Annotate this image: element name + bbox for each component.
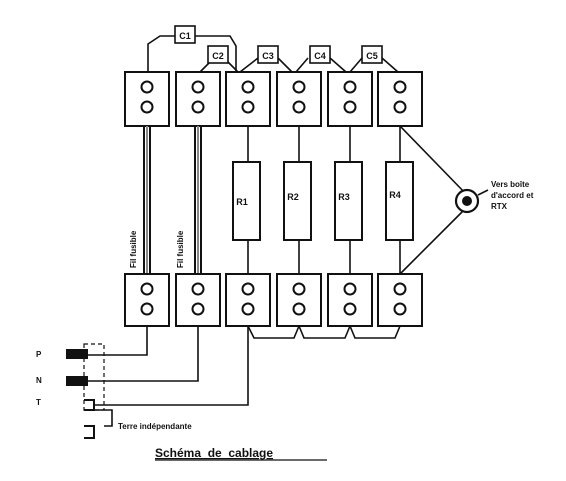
capacitor-c2: C2 xyxy=(207,45,229,64)
mains-label-n: N xyxy=(36,376,42,385)
terminal-block-bottom-3 xyxy=(225,273,271,327)
resistor-r4: R4 xyxy=(385,161,414,241)
bottom-terminal-blocks xyxy=(124,273,423,327)
fuse-wire-2 xyxy=(194,126,202,274)
capacitor-wiring xyxy=(147,35,399,73)
earth-label: Terre indépendante xyxy=(118,422,192,431)
mains-label-p: P xyxy=(36,350,42,359)
terminal-block-bottom-5 xyxy=(327,273,373,327)
earth-terminal-icon xyxy=(84,425,95,439)
output-connector xyxy=(399,125,489,275)
terminal-block-top-4 xyxy=(276,71,322,127)
mains-wiring xyxy=(83,326,249,427)
terminal-block-bottom-4 xyxy=(276,273,322,327)
top-terminal-blocks xyxy=(124,71,423,127)
svg-text:C3: C3 xyxy=(262,51,274,61)
capacitor-c5: C5 xyxy=(361,45,383,64)
terminal-block-bottom-6 xyxy=(377,273,423,327)
svg-text:R2: R2 xyxy=(287,192,299,202)
resistor-r3: R3 xyxy=(334,161,363,241)
svg-text:R4: R4 xyxy=(389,190,401,200)
fuse-wire-label-2: Fil fusible xyxy=(176,230,185,268)
plug-pin-t xyxy=(84,399,95,411)
terminal-block-top-6 xyxy=(377,71,423,127)
resistor-r2: R2 xyxy=(283,161,312,241)
output-label: Vers boîte d'accord et RTX xyxy=(491,180,536,211)
svg-text:C5: C5 xyxy=(366,51,378,61)
mains-label-t: T xyxy=(36,398,41,407)
fuse-wire-label-1: Fil fusible xyxy=(129,230,138,268)
bottom-bus-links xyxy=(247,325,401,339)
mains-plug xyxy=(66,349,95,439)
resistor-wiring xyxy=(247,126,401,274)
capacitor-c4: C4 xyxy=(309,45,331,64)
svg-text:C4: C4 xyxy=(314,51,326,61)
plug-pin-p xyxy=(66,349,88,359)
plug-pin-n xyxy=(66,376,88,386)
diagram-caption: Schéma de cablage xyxy=(155,446,273,460)
svg-text:R1: R1 xyxy=(236,197,248,207)
terminal-block-top-3 xyxy=(225,71,271,127)
terminal-block-top-1 xyxy=(124,71,170,127)
terminal-block-top-5 xyxy=(327,71,373,127)
terminal-block-bottom-1 xyxy=(124,273,170,327)
terminal-block-top-2 xyxy=(175,71,221,127)
capacitor-c3: C3 xyxy=(257,45,279,64)
svg-text:C1: C1 xyxy=(179,31,191,41)
resistor-r1: R1 xyxy=(232,161,261,241)
svg-text:R3: R3 xyxy=(338,192,350,202)
fuse-wire-1 xyxy=(143,126,151,274)
terminal-block-bottom-2 xyxy=(175,273,221,327)
svg-text:C2: C2 xyxy=(212,51,224,61)
capacitor-c1: C1 xyxy=(174,25,196,44)
